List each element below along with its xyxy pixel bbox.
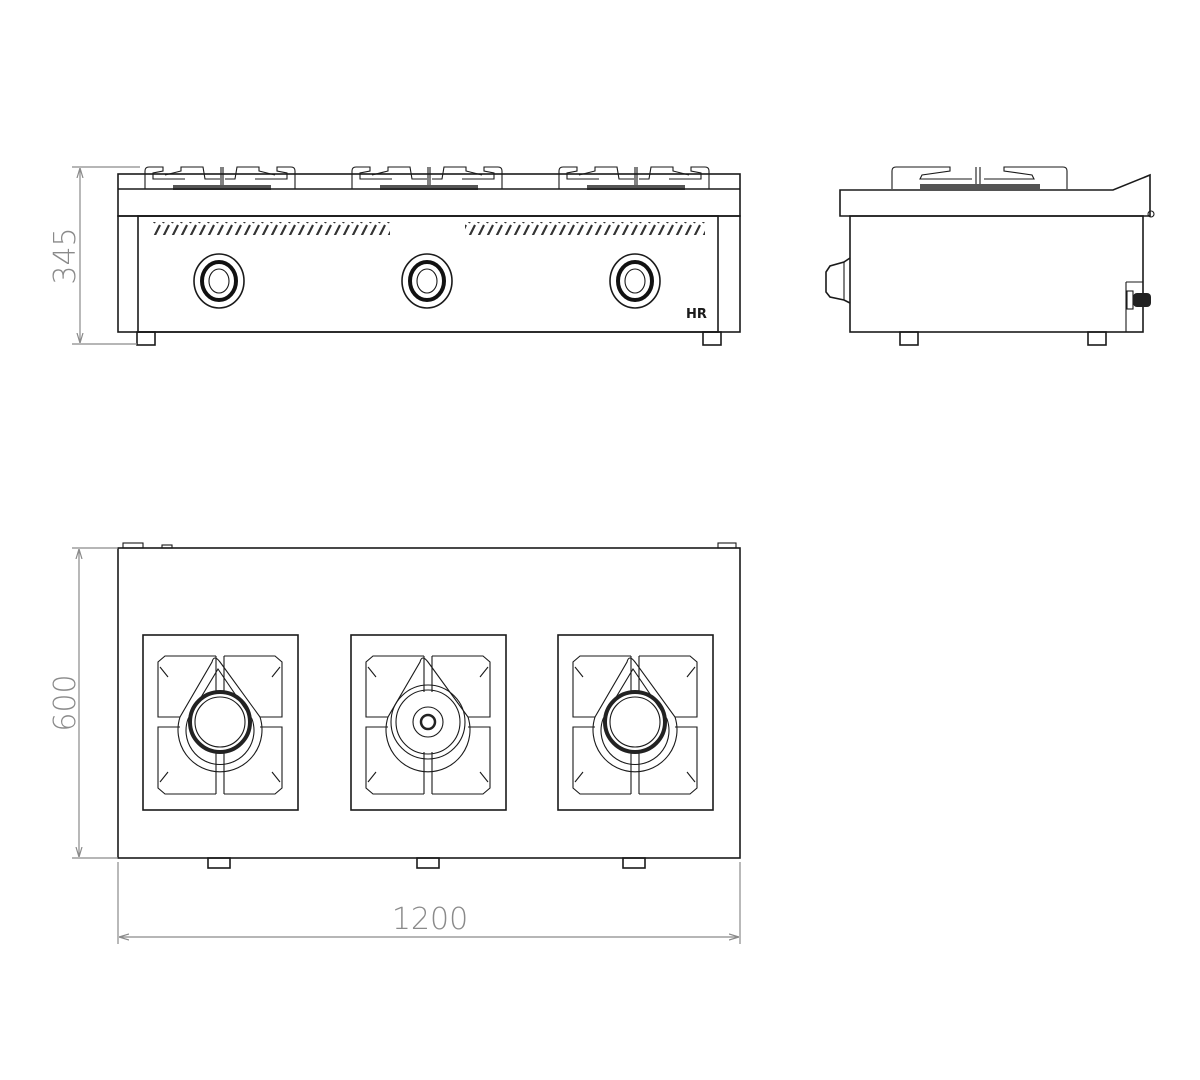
dimension-width: 1200	[117, 862, 741, 944]
control-knob	[401, 253, 453, 309]
control-knob	[193, 253, 245, 309]
burner	[350, 634, 507, 811]
foot	[136, 331, 156, 346]
knob-stem	[416, 857, 440, 869]
front-panel	[137, 215, 719, 333]
brand-logo: HR	[686, 307, 707, 322]
top-view	[117, 542, 741, 869]
top-surface	[117, 547, 741, 859]
knob-stem	[622, 857, 646, 869]
dimension-height-label: 345	[48, 227, 83, 284]
side-top-slab	[839, 173, 1151, 217]
foot	[702, 331, 722, 346]
dimension-depth: 600	[48, 547, 118, 859]
burner	[557, 634, 714, 811]
control-knob	[609, 253, 661, 309]
front-view: HR	[117, 166, 741, 346]
dimension-height: 345	[48, 166, 140, 345]
top-frame	[117, 173, 741, 217]
foot	[899, 331, 919, 346]
front-grate	[351, 166, 503, 191]
foot	[1087, 331, 1107, 346]
side-view	[825, 166, 1155, 346]
front-grate	[144, 166, 296, 191]
front-grate	[558, 166, 710, 191]
gas-connector	[1126, 290, 1151, 310]
side-body	[849, 215, 1144, 333]
knob-stem	[207, 857, 231, 869]
side-grate	[891, 166, 1068, 189]
vent-grille	[465, 222, 705, 235]
side-knob	[825, 257, 851, 304]
vent-grille	[153, 222, 390, 235]
dimension-width-label: 1200	[392, 902, 468, 937]
burner	[142, 634, 299, 811]
dimension-depth-label: 600	[48, 674, 83, 731]
